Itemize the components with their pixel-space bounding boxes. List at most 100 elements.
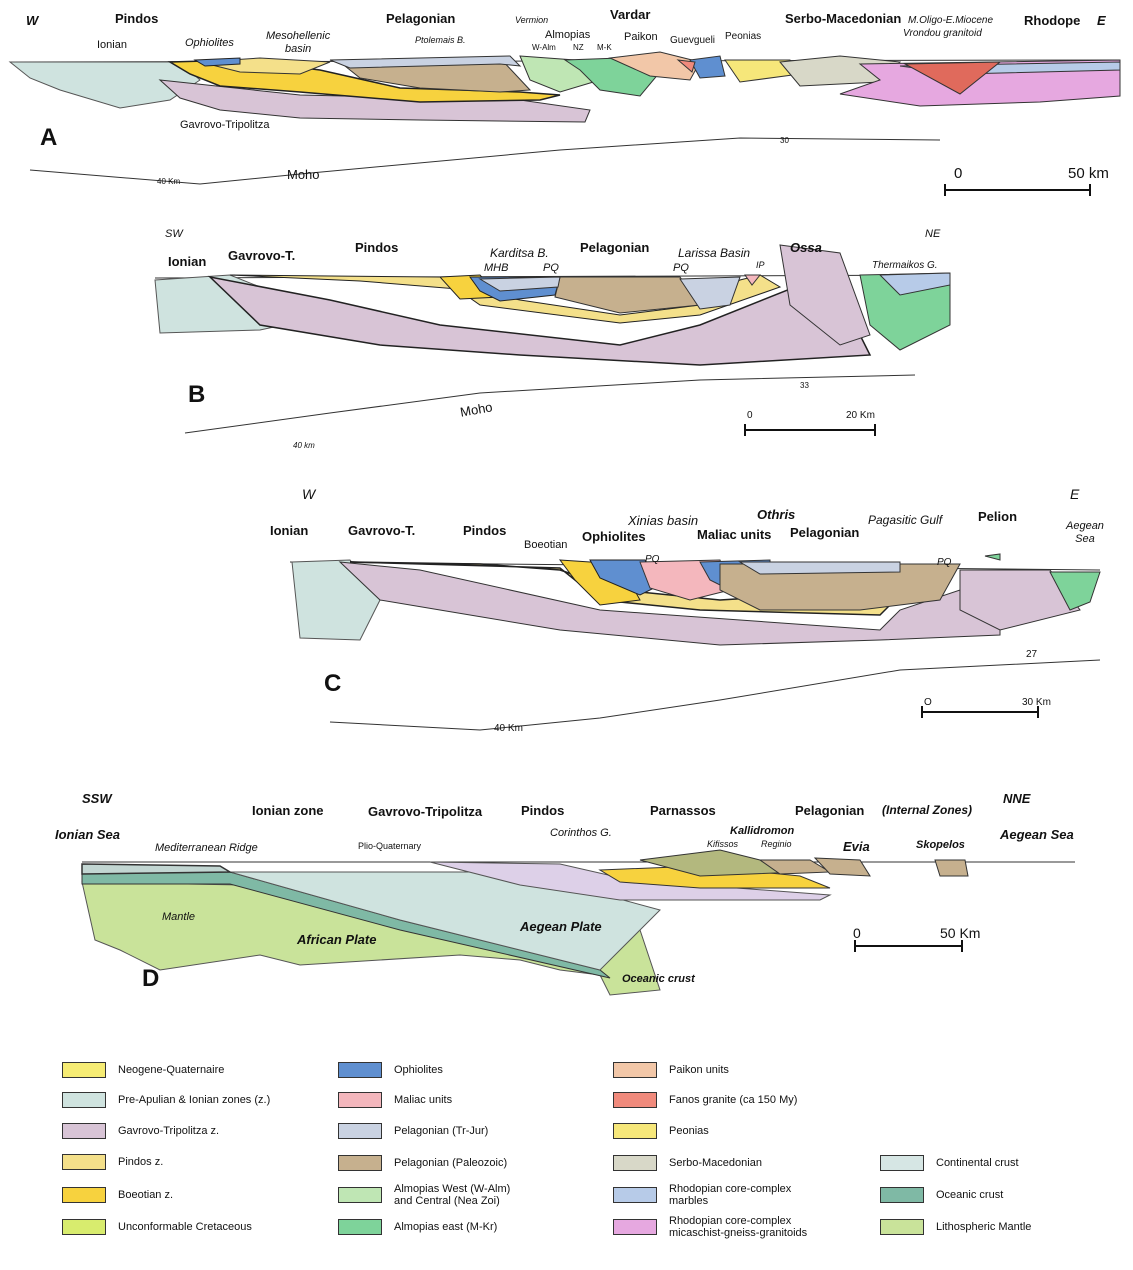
label-ionian: Ionian [168,254,207,269]
label-reginio: Reginio [761,839,792,849]
label-gavrovo: Gavrovo-T. [228,248,296,263]
label-peonias: Peonias [725,31,762,42]
label-mesohellenic: Mesohellenic basin [266,30,331,56]
legend-swatch [62,1123,106,1139]
label-pelion: Pelion [978,509,1018,524]
direction-sw: SW [165,228,183,240]
label-aegean-plate: Aegean Plate [520,919,602,934]
scale-d-50: 50 Km [940,925,981,941]
direction-w: W [26,13,39,28]
label-pindos: Pindos [463,523,507,538]
label-internal-zones: (Internal Zones) [882,803,973,817]
legend-item: Neogene-Quaternaire [62,1060,224,1080]
label-mantle: Mantle [162,911,196,923]
legend-item: Gavrovo-Tripolitza z. [62,1121,219,1141]
legend-label: Lithospheric Mantle [936,1220,1032,1233]
legend-swatch [613,1123,657,1139]
label-almopias: Almopias [545,29,591,41]
legend-label: Neogene-Quaternaire [118,1063,225,1076]
legend-swatch [338,1062,382,1078]
label-gavrovo-tripolitza: Gavrovo-Tripolitza [368,804,483,819]
legend-label: Gavrovo-Tripolitza z. [118,1124,220,1137]
legend-item: Paikon units [613,1060,729,1080]
cross-section-b-drawing [154,244,951,436]
legend-item: Peonias [613,1121,709,1141]
legend-item: Ophiolites [338,1060,443,1080]
legend-item: Boeotian z. [62,1185,173,1205]
label-vermion: Vermion [515,15,549,25]
legend-label: Almopias West (W-Alm) and Central (Nea Z… [394,1182,511,1207]
label-boeotian: Boeotian [524,539,568,551]
label-pindos: Pindos [521,803,565,818]
depth-40: 40 km [293,441,315,450]
scale-d-0: 0 [853,925,861,941]
legend-label: Pelagonian (Paleozoic) [394,1156,508,1169]
label-parnassos: Parnassos [650,803,716,818]
legend-label: Serbo-Macedonian [669,1156,762,1169]
legend-swatch [613,1219,657,1235]
legend-item: Almopias east (M-Kr) [338,1217,497,1237]
label-ionian-zone: Ionian zone [252,803,324,818]
label-aegean-sea: Aegean Sea [1066,520,1104,546]
label-vrondou: Vrondou granitoid [903,28,982,39]
legend-item: Pindos z. [62,1152,163,1172]
direction-ssw: SSW [82,791,112,806]
label-oligo: M.Oligo-E.Miocene [908,15,994,26]
legend-label: Boeotian z. [118,1188,174,1201]
label-pelagonian: Pelagonian [386,11,456,26]
legend-item: Almopias West (W-Alm) and Central (Nea Z… [338,1182,511,1207]
legend-swatch [613,1092,657,1108]
label-nz: NZ [573,43,584,52]
legend-label: Pelagonian (Tr-Jur) [394,1124,489,1137]
legend-label: Oceanic crust [936,1188,1004,1201]
label-w-alm: W-Alm [532,43,556,52]
legend-item: Oceanic crust [880,1185,1003,1205]
label-serbo-macedonian: Serbo-Macedonian [785,11,902,26]
legend-swatch [62,1062,106,1078]
cross-section-c-drawing [289,553,1101,731]
label-pq-2: PQ [937,557,952,568]
legend-swatch [338,1092,382,1108]
scale-c-0: O [924,697,932,708]
label-othris: Othris [757,507,796,522]
direction-ne: NE [925,228,941,240]
label-xinias: Xinias basin [628,513,699,528]
panel-letter-b: B [188,381,206,408]
legend-item: Maliac units [338,1090,452,1110]
label-plio-quaternary: Plio-Quaternary [358,841,422,851]
scale-b-0: 0 [747,410,753,421]
label-corinthos: Corinthos G. [550,827,612,839]
legend-label: Fanos granite (ca 150 My) [669,1093,798,1106]
legend-swatch [62,1187,106,1203]
legend-label: Paikon units [669,1063,729,1076]
label-kallidromon: Kallidromon [730,825,795,837]
direction-e: E [1070,486,1080,502]
label-karditsa: Karditsa B. [490,246,549,260]
scale-a-50: 50 km [1068,165,1109,182]
depth-30: 30 [780,136,789,145]
label-pindos: Pindos [115,11,159,26]
legend-item: Pelagonian (Tr-Jur) [338,1121,488,1141]
legend-swatch [62,1219,106,1235]
scale-b-20: 20 Km [846,410,875,421]
label-pelagonian: Pelagonian [790,525,860,540]
legend-swatch [62,1154,106,1170]
legend-label: Rhodopian core-complex marbles [669,1182,792,1207]
label-ionian: Ionian [97,39,127,51]
label-larissa: Larissa Basin [678,246,751,260]
label-maliac: Maliac units [697,527,772,542]
label-skopelos: Skopelos [916,839,965,851]
legend-swatch [880,1155,924,1171]
label-paikon: Paikon [624,31,658,43]
legend-swatch [880,1219,924,1235]
scale-a-0: 0 [954,165,963,182]
label-moho: Moho [287,167,320,182]
cross-section-c: W E Ionian Gavrovo-T. Pindos Boeotian Op… [0,460,1133,760]
label-oceanic-crust: Oceanic crust [622,973,695,985]
label-ophiolites: Ophiolites [582,529,646,544]
cross-section-a: W Pindos Ionian Ophiolites Mesohellenic … [0,0,1133,205]
legend-swatch [880,1187,924,1203]
depth-33: 33 [800,381,809,390]
direction-w: W [302,486,316,502]
depth-27: 27 [1026,649,1038,660]
